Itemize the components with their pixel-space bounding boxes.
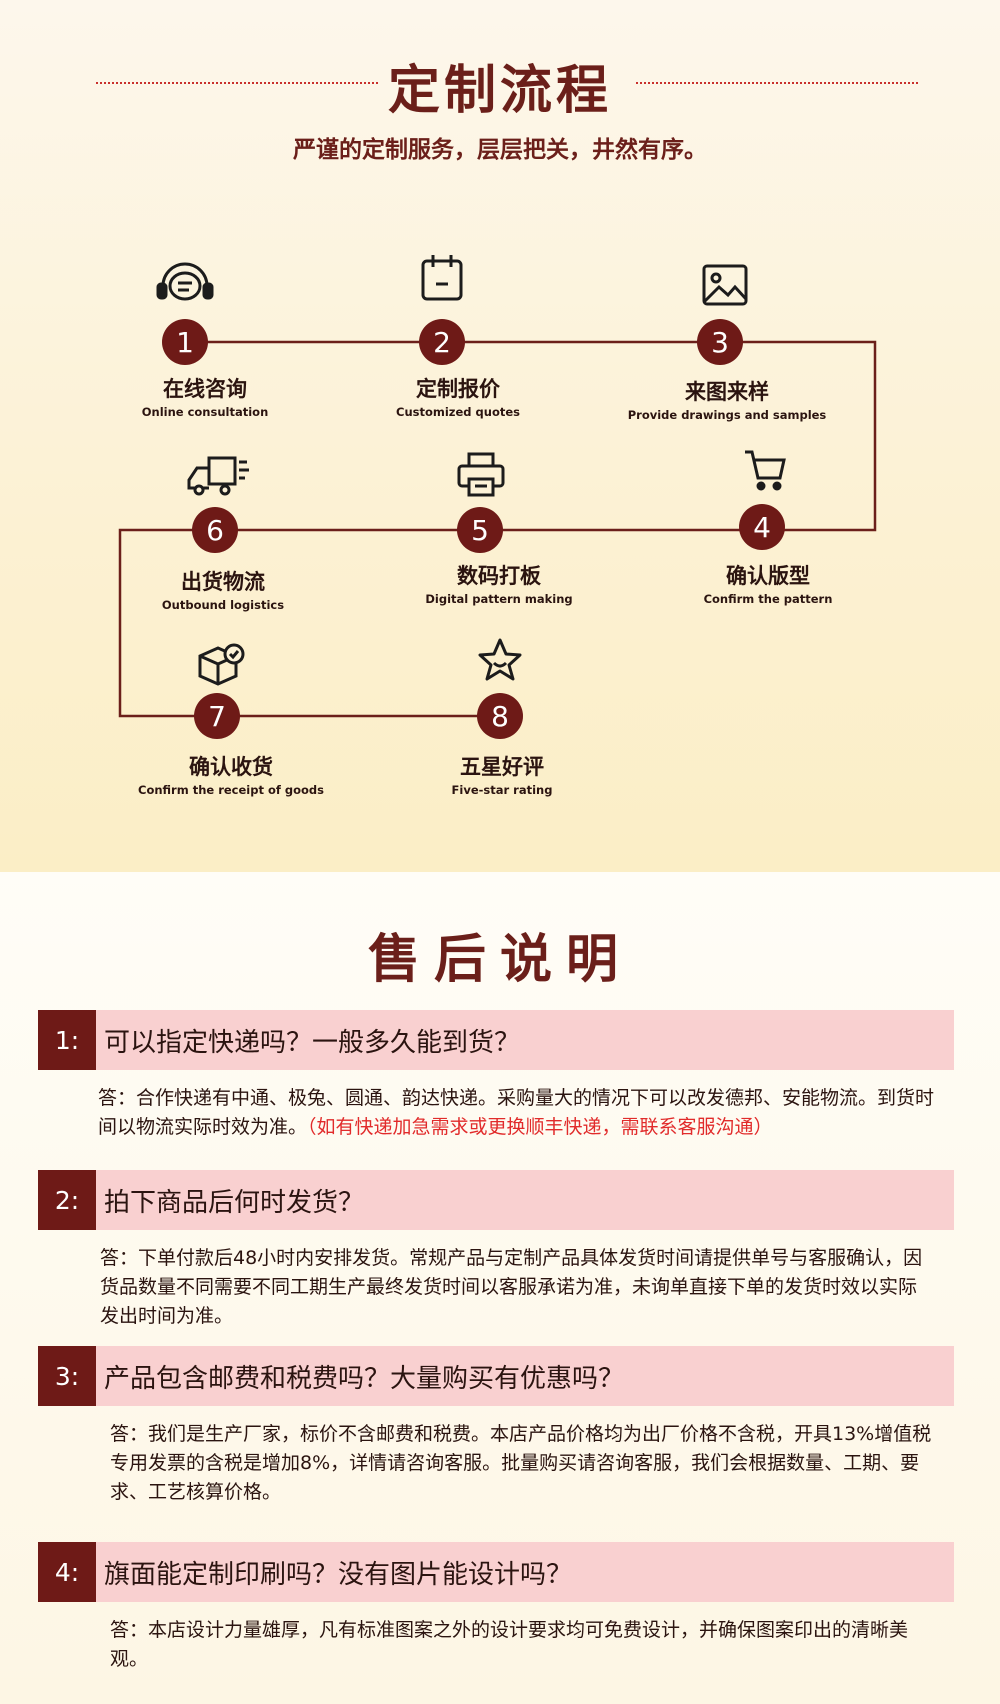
faq-question: 产品包含邮费和税费吗？大量购买有优惠吗？: [104, 1363, 625, 1394]
step-number-1: 1: [176, 326, 194, 359]
step-circle-7: 7: [194, 693, 240, 739]
faq-item-4: 4: 旗面能定制印刷吗？没有图片能设计吗？ 答：本店设计力量雄厚，凡有标准图案之…: [38, 1542, 954, 1674]
faq-number: 4:: [38, 1542, 96, 1602]
step-circle-3: 3: [697, 319, 743, 365]
faq-answer-text: 答：合作快递有中通、极兔、圆通、韵达快递。采购量大的情况下可以改发德邦、安能物流…: [98, 1087, 935, 1138]
step-4-label: 确认版型 Confirm the pattern: [638, 560, 898, 606]
faq-answer: 答：下单付款后48小时内安排发货。常规产品与定制产品具体发货时间请提供单号与客服…: [100, 1247, 923, 1327]
step-7-en: Confirm the receipt of goods: [138, 783, 324, 797]
custom-process-section: 定制流程 严谨的定制服务，层层把关，井然有序。: [0, 0, 1000, 872]
step-6-cn: 出货物流: [181, 570, 265, 594]
step-8-label: 五星好评 Five-star rating: [372, 751, 632, 797]
step-1-label: 在线咨询 Online consultation: [75, 373, 335, 419]
faq-answer: 答：合作快递有中通、极兔、圆通、韵达快递。采购量大的情况下可以改发德邦、安能物流…: [38, 1070, 954, 1142]
faq-item-1: 1: 可以指定快递吗？一般多久能到货？ 答：合作快递有中通、极兔、圆通、韵达快递…: [38, 1010, 954, 1142]
faq-question: 拍下商品后何时发货？: [104, 1187, 365, 1218]
faq-question: 可以指定快递吗？一般多久能到货？: [104, 1027, 521, 1058]
step-7-label: 确认收货 Confirm the receipt of goods: [101, 751, 361, 797]
step-1-en: Online consultation: [141, 405, 269, 419]
step-number-2: 2: [433, 326, 451, 359]
step-4-en: Confirm the pattern: [703, 592, 833, 606]
faq-number: 2:: [38, 1170, 96, 1230]
truck-icon: [187, 456, 249, 496]
step-8-en: Five-star rating: [451, 783, 553, 797]
step-3-label: 来图来样 Provide drawings and samples: [597, 376, 857, 422]
step-5-label: 数码打板 Digital pattern making: [369, 560, 629, 606]
step-5-cn: 数码打板: [457, 564, 541, 588]
step-5-en: Digital pattern making: [425, 592, 573, 606]
calendar-icon: [421, 255, 463, 301]
step-circle-2: 2: [419, 319, 465, 365]
printer-icon: [457, 452, 505, 497]
faq-number: 3:: [38, 1346, 96, 1406]
faq-question: 旗面能定制印刷吗？没有图片能设计吗？: [104, 1559, 573, 1590]
after-sales-title: 售后说明: [367, 930, 632, 990]
faq-item-3: 3: 产品包含邮费和税费吗？大量购买有优惠吗？ 答：我们是生产厂家，标价不含邮费…: [38, 1346, 954, 1507]
step-7-cn: 确认收货: [189, 755, 273, 779]
step-3-en: Provide drawings and samples: [627, 408, 827, 422]
faq-answer-note: （如有快递加急需求或更换顺丰快递，需联系客服沟通）: [307, 1116, 773, 1138]
step-6-label: 出货物流 Outbound logistics: [93, 566, 353, 612]
title-divider-right: [636, 82, 918, 84]
faq-question-bar: 3: 产品包含邮费和税费吗？大量购买有优惠吗？: [38, 1346, 954, 1406]
faq-answer: 答：本店设计力量雄厚，凡有标准图案之外的设计要求均可免费设计，并确保图案印出的清…: [110, 1619, 909, 1670]
chat-headset-icon: [156, 262, 214, 301]
step-1-cn: 在线咨询: [163, 377, 247, 401]
box-check-icon: [198, 643, 245, 686]
process-flow-diagram: 1 2 3 4 5 6 7 8: [118, 255, 877, 739]
faq-question-bar: 4: 旗面能定制印刷吗？没有图片能设计吗？: [38, 1542, 954, 1602]
process-subtitle: 严谨的定制服务，层层把关，井然有序。: [293, 137, 707, 163]
step-6-en: Outbound logistics: [161, 598, 285, 612]
step-circle-8: 8: [477, 693, 523, 739]
faq-item-2: 2: 拍下商品后何时发货？ 答：下单付款后48小时内安排发货。常规产品与定制产品…: [38, 1170, 954, 1331]
step-2-cn: 定制报价: [416, 377, 500, 401]
step-number-3: 3: [711, 326, 729, 359]
step-number-4: 4: [753, 511, 771, 544]
step-3-cn: 来图来样: [685, 380, 769, 404]
step-2-en: Customized quotes: [396, 405, 520, 419]
step-circle-1: 1: [162, 319, 208, 365]
step-number-7: 7: [208, 700, 226, 733]
star-icon: [478, 638, 522, 681]
step-2-label: 定制报价 Customized quotes: [328, 373, 588, 419]
step-number-5: 5: [471, 514, 489, 547]
step-circle-5: 5: [457, 507, 503, 553]
cart-icon: [745, 450, 786, 491]
step-8-cn: 五星好评: [460, 755, 544, 779]
after-sales-section: 售后说明 1: 可以指定快递吗？一般多久能到货？ 答：合作快递有中通、极兔、圆通…: [0, 872, 1000, 1704]
faq-question-bar: 2: 拍下商品后何时发货？: [38, 1170, 954, 1230]
step-4-cn: 确认版型: [726, 564, 810, 588]
title-divider-left: [96, 82, 378, 84]
step-circle-6: 6: [192, 507, 238, 553]
step-number-8: 8: [491, 700, 509, 733]
faq-number: 1:: [38, 1010, 96, 1070]
faq-question-bar: 1: 可以指定快递吗？一般多久能到货？: [38, 1010, 954, 1070]
step-circle-4: 4: [739, 504, 785, 550]
process-title: 定制流程: [387, 61, 612, 121]
faq-answer: 答：我们是生产厂家，标价不含邮费和税费。本店产品价格均为出厂价格不含税，开具13…: [110, 1423, 932, 1503]
image-icon: [702, 264, 748, 306]
step-number-6: 6: [206, 514, 224, 547]
